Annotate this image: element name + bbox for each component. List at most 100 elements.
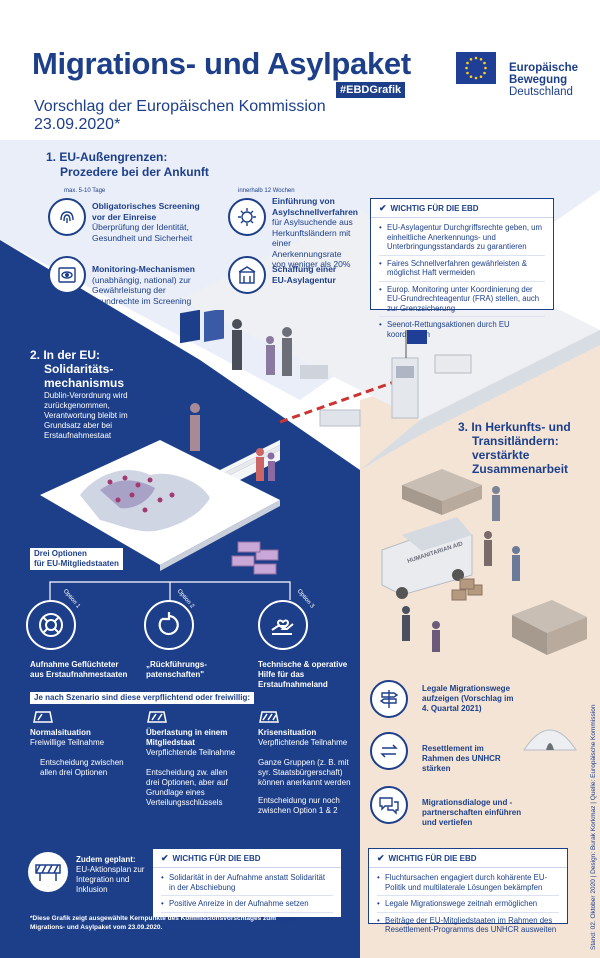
logo-line: Europäische (509, 62, 579, 74)
section-3-title-line: verstärkte (472, 448, 530, 462)
dialogues-text: Migrationsdialoge und -partnerschaften e… (422, 798, 522, 827)
ebd-box-section-2: ✔ WICHTIG FÜR DIE EBD Solidarität in der… (152, 848, 342, 925)
duration-tag: innerhalb 12 Wochen (238, 188, 295, 194)
box-list: Solidarität in der Aufnahme anstatt Soli… (153, 868, 341, 932)
page-subtitle: Vorschlag der Europäischen Kommission 23… (34, 98, 354, 134)
windshield-icon (258, 710, 280, 729)
monitoring-text: (unabhängig, national) zur Gewährleistun… (92, 274, 192, 306)
asylum-procedure-title: Einführung von Asylschnellverfahren (272, 196, 358, 217)
monitoring-title: Monitoring-Mechanismen (92, 264, 195, 274)
box-heading: ✔ WICHTIG FÜR DIE EBD (371, 199, 553, 218)
box-heading: ✔ WICHTIG FÜR DIE EBD (369, 849, 567, 868)
scenario-crisis-title: Krisensituation (258, 728, 317, 737)
section-3-title-line: Transitländern: (472, 434, 559, 448)
box-list-item: Positive Anreize in der Aufnahme setzen (161, 896, 333, 913)
scenario-crisis-sub: Verpflichtende Teilnahme (258, 738, 348, 747)
organization-name: Europäische Bewegung Deutschland (509, 62, 578, 98)
scenario-crisis-text: Ganze Gruppen (z. B. mit syr. Staatsbürg… (258, 758, 351, 787)
logo-line: Bewegung (509, 74, 568, 86)
screening-text: Überprüfung der Identität, Gesundheit un… (92, 222, 193, 243)
planned-item: Zudem geplant: EU-Aktionsplan zur Integr… (76, 855, 148, 895)
signpost-icon (370, 680, 408, 718)
roadblock-icon (28, 852, 68, 892)
box-list-item: Faires Schnellverfahren gewährleisten & … (379, 256, 545, 282)
option-1-text: Aufnahme Geflüchteter aus Erstaufnahmest… (30, 660, 128, 679)
lifebuoy-icon (26, 600, 76, 650)
money-stack-illustration (231, 541, 279, 575)
hashtag-badge: #EBDGrafik (336, 82, 406, 98)
options-title-line: Drei Optionen (34, 549, 87, 558)
box-heading-label: WICHTIG FÜR DIE EBD (172, 854, 261, 863)
planned-text: EU-Aktionsplan zur Integration und Inklu… (76, 865, 145, 894)
checkmark-icon: ✔ (377, 853, 385, 863)
exchange-arrows-icon (370, 732, 408, 770)
ebd-box-section-1: ✔ WICHTIG FÜR DIE EBD EU-Asylagentur Dur… (370, 198, 554, 339)
scenario-overload-sub: Verpflichtende Teilnahme (146, 748, 236, 757)
box-list-item: Legale Migrationswege zeitnah ermögliche… (377, 896, 559, 913)
helping-hand-icon (258, 600, 308, 650)
box-list: Fluchtursachen engagiert durch kohärente… (369, 868, 567, 942)
duration-tag: max. 5-10 Tage (64, 188, 106, 194)
box-heading-label: WICHTIG FÜR DIE EBD (388, 854, 477, 863)
box-heading: ✔ WICHTIG FÜR DIE EBD (153, 849, 341, 868)
section-1-title-line: 1. EU-Außengrenzen: (46, 150, 168, 164)
eu-flag-logo-icon (456, 52, 496, 84)
section-2-title-line: mechanismus (44, 376, 125, 390)
box-heading-label: WICHTIG FÜR DIE EBD (390, 204, 479, 213)
asylum-procedure-item: Einführung von Asylschnellverfahren für … (272, 196, 358, 270)
scenario-overload: Überlastung in einem Mitgliedstaat Verpf… (146, 728, 242, 808)
section-2-title: 2. In der EU: Solidaritäts- mechanismus (30, 348, 124, 390)
section-2-title-line: Solidaritäts- (44, 362, 114, 376)
return-arrow-icon (144, 600, 194, 650)
screening-title: Obligatorisches Screening vor der Einrei… (92, 201, 200, 222)
options-title: Drei Optionen für EU-Mitgliedstaaten (30, 548, 123, 570)
options-title-line: für EU-Mitgliedstaaten (34, 559, 119, 568)
scenario-overload-text: Entscheidung zw. allen drei Optionen, ab… (146, 768, 228, 807)
windshield-icon (146, 710, 168, 729)
fingerprint-stethoscope-icon (48, 198, 86, 236)
box-list: EU-Asylagentur Durchgriffsrechte geben, … (371, 218, 553, 346)
planned-title: Zudem geplant: (76, 855, 136, 864)
speech-bubbles-icon (370, 786, 408, 824)
subtitle-date: 23.09.2020* (34, 116, 121, 133)
credits: Stand: 02. Oktober 2020 | Design: Burak … (590, 704, 597, 950)
border-scene-illustration (180, 310, 472, 427)
scenario-overload-title: Überlastung in einem Mitgliedstaat (146, 728, 228, 747)
section-2-title-line: 2. In der EU: (30, 348, 101, 362)
box-list-item: Solidarität in der Aufnahme anstatt Soli… (161, 870, 333, 896)
option-3-text: Technische & operative Hilfe für das Ers… (258, 660, 348, 689)
subtitle-line: Vorschlag der Europäischen Kommission (34, 98, 326, 115)
section-1-title: 1. EU-Außengrenzen: Prozedere bei der An… (40, 150, 215, 180)
box-list-item: Fluchtursachen engagiert durch kohärente… (377, 870, 559, 896)
box-list-item: Beiträge der EU-Mitgliedstaaten im Rahme… (377, 913, 559, 938)
checkmark-icon: ✔ (161, 853, 169, 863)
legal-routes-text: Legale Migrationswege aufzeigen (Vorschl… (422, 684, 514, 713)
windshield-icon (32, 710, 54, 729)
scenario-normal-text: Entscheidung zwischen allen drei Optione… (40, 758, 124, 777)
checkmark-icon: ✔ (379, 203, 387, 213)
ebd-box-section-3: ✔ WICHTIG FÜR DIE EBD Fluchtursachen eng… (368, 848, 568, 934)
section-3-title: 3. In Herkunfts- und Transitländern: ver… (458, 420, 571, 476)
scenario-crisis: Krisensituation Verpflichtende Teilnahme… (258, 728, 356, 816)
logo-line: Deutschland (509, 86, 573, 98)
option-2-text: „Rückführungs-patenschaften" (146, 660, 207, 679)
building-icon (228, 256, 266, 294)
resettlement-text: Resettlement im Rahmen des UNHCR stärken (422, 744, 501, 773)
agency-item: Schaffung einer EU-Asylagentur (272, 264, 352, 285)
europe-map-illustration (40, 440, 280, 571)
box-list-item: EU-Asylagentur Durchgriffsrechte geben, … (379, 220, 545, 256)
scenario-normal: Normalsituation Freiwillige Teilnahme En… (30, 728, 126, 778)
scenario-crisis-text-2: Entscheidung nur noch zwischen Option 1 … (258, 796, 340, 815)
eye-document-icon (48, 256, 86, 294)
section-2-text: Dublin-Verordnung wird zurückgenommen, V… (44, 391, 128, 440)
options-connector-lines (49, 581, 291, 600)
gear-clock-icon (228, 198, 266, 236)
section-1-title-line: Prozedere bei der Ankunft (60, 165, 209, 179)
screening-item: Obligatorisches Screening vor der Einrei… (92, 201, 202, 243)
scenario-normal-title: Normalsituation (30, 728, 91, 737)
agency-title: Schaffung einer EU-Asylagentur (272, 264, 337, 285)
scenario-title: Je nach Szenario sind diese verpflichten… (30, 692, 255, 704)
section-3-title-line: Zusammenarbeit (472, 462, 569, 476)
section-3-title-line: 3. In Herkunfts- und (458, 420, 571, 434)
